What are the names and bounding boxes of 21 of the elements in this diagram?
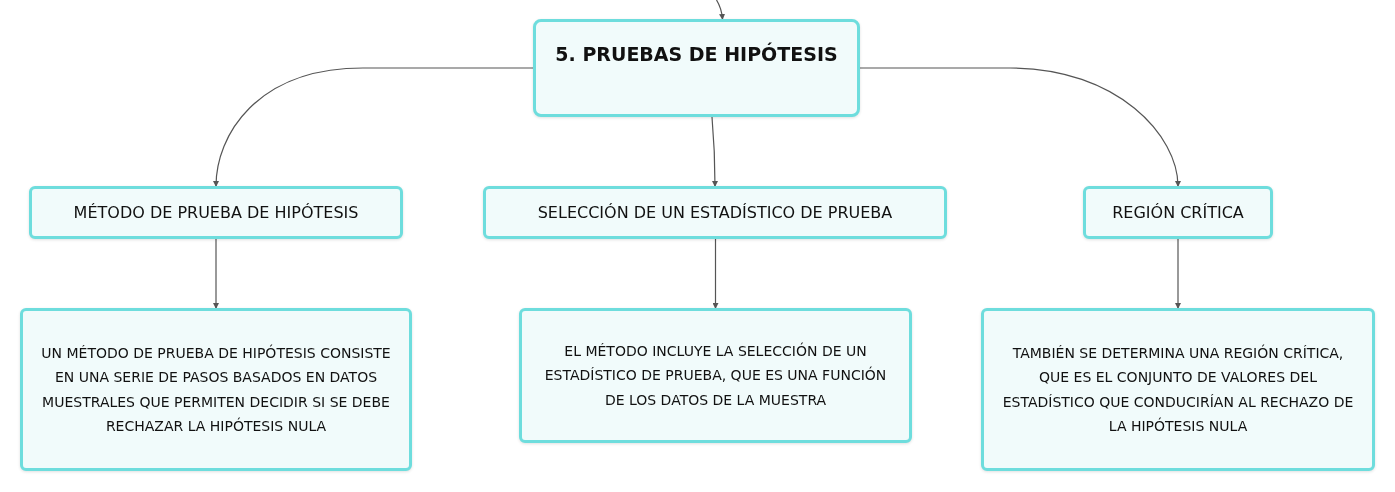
connector-arrow xyxy=(1175,238,1181,309)
node-text: MÉTODO DE PRUEBA DE HIPÓTESIS xyxy=(73,202,359,223)
topic-box xyxy=(29,186,403,239)
connector-arrow xyxy=(711,116,718,187)
connector-arrow xyxy=(213,67,534,187)
node-text: SELECCIÓN DE UN ESTADÍSTICO DE PRUEBA xyxy=(537,202,893,223)
description-box xyxy=(981,308,1375,471)
node-text: TAMBIÉN SE DETERMINA UNA REGIÓN CRÍTICA, QUE ES EL CONJUNTO DE VALORES DEL ESTADÍSTICO QUE CONDUCIRÍAN AL RECHAZO DE LA HIPÓTESIS NULA xyxy=(1001,343,1355,436)
connector-arrow xyxy=(213,238,219,309)
node-text: EL MÉTODO INCLUYE LA SELECCIÓN DE UN ESTADÍSTICO DE PRUEBA, QUE ES UNA FUNCIÓN DE LOS DATOS DE LA MUESTRA xyxy=(543,341,888,410)
topic-box xyxy=(483,186,947,239)
connector-arrow xyxy=(712,238,719,309)
connector-arrow xyxy=(859,67,1181,187)
main-topic-box xyxy=(533,19,860,117)
connector-arrow xyxy=(715,0,725,20)
description-box xyxy=(519,308,912,443)
title-text: 5. PRUEBAS DE HIPÓTESIS xyxy=(555,42,838,66)
topic-box xyxy=(1083,186,1273,239)
node-text: REGIÓN CRÍTICA xyxy=(1112,202,1244,223)
description-box xyxy=(20,308,412,471)
node-text: UN MÉTODO DE PRUEBA DE HIPÓTESIS CONSISTE EN UNA SERIE DE PASOS BASADOS EN DATOS MUESTRALES QUE PERMITEN DECIDIR SI SE DEBE RECHAZAR LA HIPÓTESIS NULA xyxy=(40,343,392,436)
